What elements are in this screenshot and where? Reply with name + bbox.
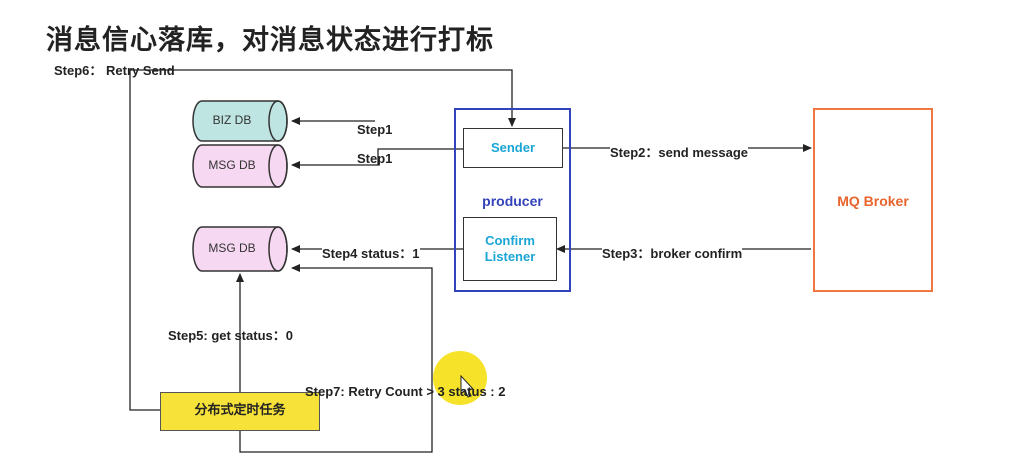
- mq-broker-box: MQ Broker: [813, 108, 933, 292]
- confirm-listener-line1: Confirm: [485, 233, 535, 248]
- step5-label: Step5: get status：0: [168, 328, 293, 343]
- step7-line: [239, 264, 433, 453]
- biz-db-label: BIZ DB: [212, 113, 252, 127]
- step1-label-b: Step1: [357, 151, 393, 166]
- biz-db-cylinder: BIZ DB: [192, 100, 288, 142]
- sender-label: Sender: [490, 140, 536, 155]
- msg-db-cylinder-bottom: MSG DB: [192, 226, 288, 272]
- step6-line: [129, 69, 516, 411]
- step7-label: Step7: Retry Count > 3 status : 2: [305, 384, 506, 399]
- step4-label: Step4 status：1: [322, 243, 420, 262]
- mq-broker-label: MQ Broker: [837, 193, 909, 209]
- msg-db-bottom-label: MSG DB: [208, 241, 256, 255]
- msg-db-top-label: MSG DB: [208, 158, 256, 172]
- scheduled-task-box: 分布式定时任务: [160, 392, 320, 431]
- sender-box: Sender: [463, 128, 563, 168]
- step6-label: Step6： Retry Send: [54, 63, 175, 78]
- scheduled-task-label: 分布式定时任务: [194, 403, 286, 418]
- mouse-cursor-icon: [460, 374, 475, 398]
- step1-msg-arrow: [291, 148, 463, 169]
- step1-label-a: Step1: [357, 122, 393, 137]
- step3-label: Step3：broker confirm: [602, 243, 743, 262]
- diagram-title: 消息信心落库，对消息状态进行打标: [46, 25, 494, 56]
- producer-label: producer: [482, 193, 543, 209]
- cursor-highlight: [433, 351, 487, 405]
- producer-container: [454, 108, 571, 292]
- msg-db-cylinder-top: MSG DB: [192, 144, 288, 188]
- confirm-listener-line2: Listener: [484, 249, 536, 264]
- step2-label: Step2：send message: [610, 142, 749, 161]
- confirm-listener-box: Confirm Listener: [463, 217, 557, 281]
